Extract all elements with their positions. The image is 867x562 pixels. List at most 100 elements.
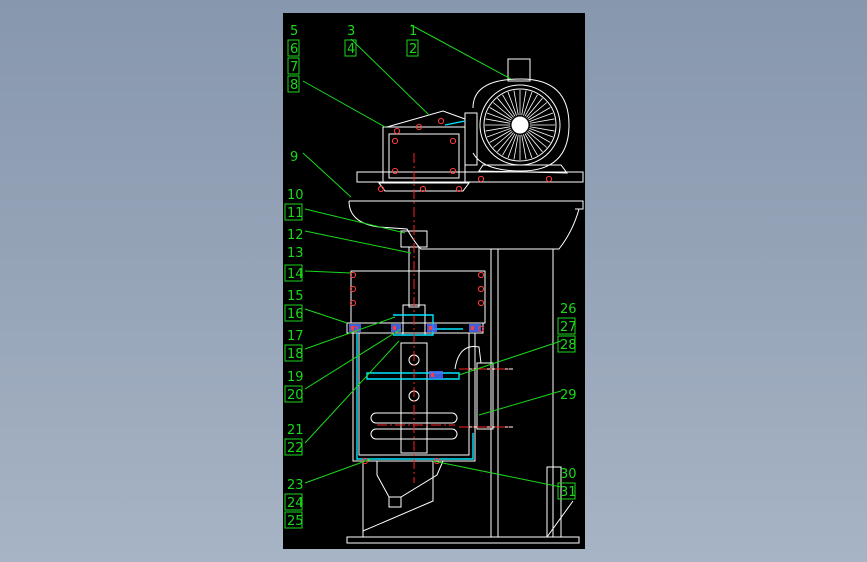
motor-fan-inner — [483, 88, 557, 162]
callout-label-7: 7 — [290, 60, 298, 75]
leader-line-15 — [304, 308, 348, 324]
leader-lines — [302, 24, 562, 488]
callout-label-4: 4 — [347, 42, 355, 57]
bolt-markers — [349, 117, 553, 465]
leader-line-19 — [304, 328, 402, 390]
bolt-marker — [391, 137, 399, 145]
callout-label-10: 10 — [287, 188, 304, 203]
leader-line-10 — [304, 208, 406, 234]
callout-box-4 — [344, 39, 357, 57]
head-beam-top — [349, 200, 584, 210]
fan-spoke — [521, 90, 527, 116]
fan-spoke — [521, 134, 527, 160]
fan-spoke — [489, 129, 512, 143]
motor-junction-box — [507, 58, 531, 82]
fan-spoke — [497, 97, 514, 118]
leader-line-17 — [304, 316, 396, 350]
bolt-marker — [545, 175, 553, 183]
callout-box-22 — [284, 438, 303, 456]
bolt-marker — [477, 325, 485, 333]
tank-liner-highlight — [356, 333, 474, 460]
hatched-section — [469, 324, 481, 332]
callout-label-19: 19 — [287, 370, 304, 385]
callout-box-2 — [406, 39, 419, 57]
callout-label-23: 23 — [287, 478, 304, 493]
support-column — [490, 248, 554, 538]
callout-label-18: 18 — [287, 347, 304, 362]
bolt-marker — [477, 175, 485, 183]
fan-spoke — [528, 107, 551, 121]
top-mounting-plate — [356, 171, 584, 183]
tank-lid — [346, 322, 484, 334]
callout-label-16: 16 — [287, 307, 304, 322]
bolt-marker — [377, 185, 385, 193]
seal-mark — [471, 326, 474, 330]
fan-spoke — [489, 107, 512, 121]
bolt-marker — [437, 117, 445, 125]
callout-label-1: 1 — [409, 24, 417, 39]
leader-line-21 — [304, 340, 400, 444]
side-arm-hook — [454, 345, 482, 370]
seal-mark — [393, 326, 396, 330]
fan-spoke — [526, 132, 543, 153]
bolt-marker — [455, 185, 463, 193]
bolt-marker — [449, 167, 457, 175]
leader-line-12 — [304, 230, 412, 254]
bolt-marker — [349, 271, 357, 279]
fan-spoke — [529, 118, 555, 124]
callout-label-11: 11 — [287, 206, 304, 221]
leader-line-3 — [350, 38, 430, 116]
leader-line-1 — [410, 24, 512, 80]
callout-label-28: 28 — [560, 338, 577, 353]
callout-label-22: 22 — [287, 441, 304, 456]
base-plate — [346, 536, 580, 544]
side-bracket — [476, 362, 494, 430]
callout-box-27 — [557, 317, 576, 335]
seal-mark — [431, 373, 434, 377]
callout-box-14 — [284, 264, 303, 282]
bolt-marker — [477, 285, 485, 293]
callout-box-8 — [287, 75, 300, 93]
callout-box-18 — [284, 344, 303, 362]
leader-line-29 — [478, 390, 562, 416]
fan-spoke — [486, 128, 511, 138]
center-lines — [377, 153, 509, 483]
leader-line-30 — [432, 460, 562, 488]
callout-label-12: 12 — [287, 228, 304, 243]
callout-label-20: 20 — [287, 388, 304, 403]
fan-spoke — [486, 112, 511, 122]
callout-label-14: 14 — [287, 267, 304, 282]
callout-box-20 — [284, 385, 303, 403]
bolt-marker — [477, 271, 485, 279]
callout-box-31 — [557, 482, 576, 500]
fan-spoke — [529, 128, 554, 138]
belt-guard-highlight — [444, 120, 466, 126]
head-beam-body — [348, 200, 580, 250]
bolt-marker — [361, 457, 369, 465]
discharge-outlet — [388, 496, 402, 508]
fan-spoke — [492, 102, 513, 119]
callout-label-26: 26 — [560, 302, 577, 317]
callout-label-15: 15 — [287, 289, 304, 304]
callout-box-16 — [284, 304, 303, 322]
bolt-marker — [393, 127, 401, 135]
leader-line-14 — [304, 270, 352, 274]
fan-spoke — [507, 91, 517, 116]
section-hatching — [349, 324, 481, 379]
motor-flange — [464, 112, 478, 166]
callout-label-24: 24 — [287, 496, 304, 511]
motor-fan-spokes — [485, 90, 555, 160]
callout-label-17: 17 — [287, 329, 304, 344]
gearbox-casing — [382, 126, 466, 184]
callout-label-13: 13 — [287, 246, 304, 261]
column-strut — [546, 500, 574, 538]
callout-box-11 — [284, 203, 303, 221]
fan-spoke — [502, 94, 516, 117]
callout-label-6: 6 — [290, 42, 298, 57]
fan-spoke — [502, 133, 516, 156]
callout-box-24 — [284, 493, 303, 511]
bolt-marker — [449, 137, 457, 145]
leader-line-9 — [302, 152, 352, 198]
motor-hub — [511, 116, 529, 134]
